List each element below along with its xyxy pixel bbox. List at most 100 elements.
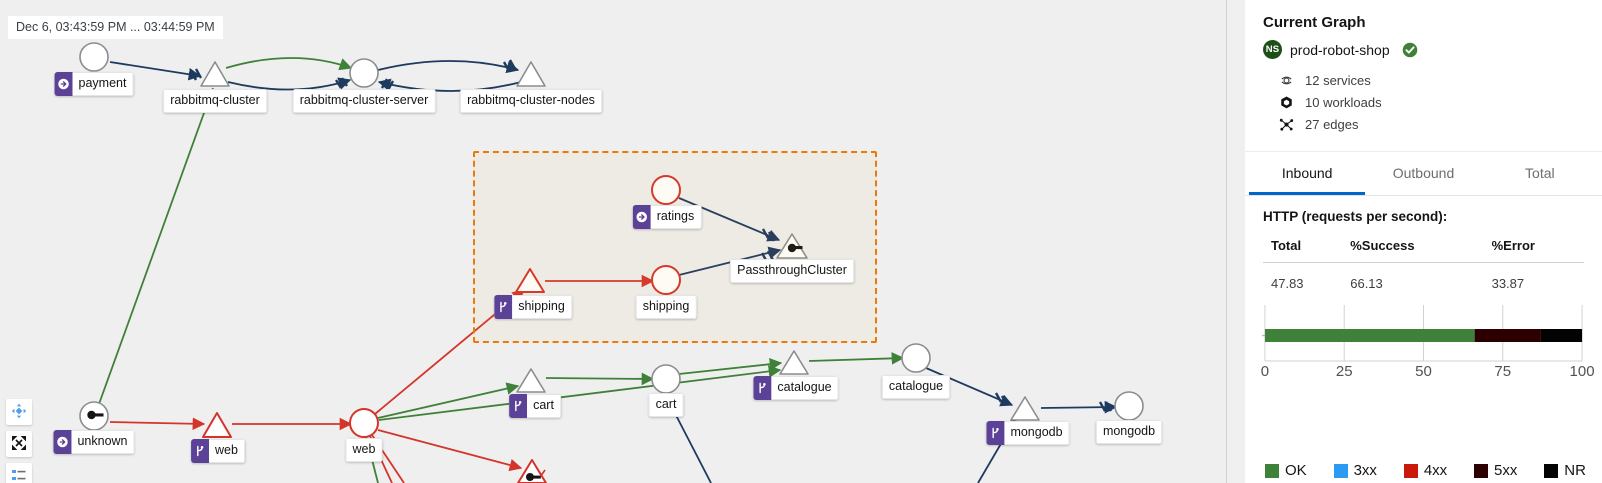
node-label-text: mongodb — [1095, 420, 1163, 444]
current-graph-section: Current Graph NS prod-robot-shop — [1245, 0, 1602, 152]
nodes[interactable] — [79, 42, 1144, 483]
node-label-text: shipping — [512, 295, 572, 319]
node-label-cart-wl[interactable]: cart — [509, 394, 561, 418]
panel-title: Current Graph — [1263, 14, 1366, 31]
edges — [98, 57, 1118, 483]
legend-label-NR: NR — [1564, 462, 1586, 479]
node-label-payment-svc[interactable]: payment — [54, 72, 134, 96]
legend-swatch-5xx — [1474, 463, 1489, 478]
node-label-text: unknown — [71, 430, 135, 454]
node-label-catalogue-svc[interactable]: catalogue — [881, 375, 951, 399]
edges-stat-icon — [1279, 117, 1294, 132]
node-label-web-wl[interactable]: web — [191, 439, 245, 463]
node-label-text: mongodb — [1004, 421, 1070, 445]
workload-icon — [753, 376, 772, 400]
node-label-rabbitmq-cluster-server[interactable]: rabbitmq-cluster-server — [292, 89, 436, 113]
graph-toolbar[interactable] — [6, 399, 32, 483]
fit-to-screen-button[interactable] — [6, 431, 32, 457]
legend-item-3xx[interactable]: 3xx — [1333, 462, 1377, 479]
graph-stats-list: 12 services 10 workloads — [1263, 73, 1584, 132]
legend-swatch-OK — [1265, 463, 1279, 478]
workload-icon — [191, 439, 210, 463]
node-label-text: payment — [72, 72, 134, 96]
legend-label-5xx: 5xx — [1494, 462, 1518, 479]
metrics-section: HTTP (requests per second): Total %Succe… — [1245, 196, 1602, 297]
stat-edges: 27 edges — [1279, 117, 1584, 132]
node-label-text: cart — [648, 393, 684, 417]
chart-legend[interactable]: OK 3xx 4xx 5xx NR — [1259, 462, 1592, 479]
node-label-catalogue-wl[interactable]: catalogue — [753, 376, 839, 400]
x-tick-0: 0 — [1260, 363, 1270, 380]
node-label-web-svc[interactable]: web — [345, 438, 383, 462]
workload-icon — [509, 394, 528, 418]
node-label-rabbitmq-cluster[interactable]: rabbitmq-cluster — [163, 89, 267, 113]
legend-toggle-button[interactable] — [6, 463, 32, 483]
move-icon — [11, 403, 27, 422]
namespace-name: prod-robot-shop — [1290, 41, 1390, 58]
node-label-shipping-wl[interactable]: shipping — [494, 295, 572, 319]
cell-success: 66.13 — [1350, 276, 1383, 291]
metrics-heading: HTTP (requests per second): — [1263, 209, 1448, 224]
summary-side-panel: Current Graph NS prod-robot-shop — [1226, 0, 1602, 483]
legend-icon — [11, 467, 27, 483]
traffic-direction-tabs[interactable]: Inbound Outbound Total — [1245, 152, 1602, 196]
stacked-bar-svg — [1261, 305, 1583, 362]
node-label-text: web — [209, 439, 245, 463]
node-label-unknown[interactable]: unknown — [53, 430, 135, 454]
node-label-mongodb-svc[interactable]: mongodb — [1095, 420, 1163, 444]
service-icon — [53, 430, 72, 454]
node-label-shipping-svc[interactable]: shipping — [635, 295, 697, 319]
legend-label-OK: OK — [1285, 462, 1307, 479]
node-label-text: rabbitmq-cluster — [163, 89, 267, 113]
col-success: %Success — [1342, 234, 1484, 263]
tab-outbound[interactable]: Outbound — [1365, 152, 1481, 195]
service-icon — [54, 72, 73, 96]
stat-services: 12 services — [1279, 73, 1584, 88]
expand-icon — [11, 435, 27, 454]
tab-inbound[interactable]: Inbound — [1249, 152, 1366, 195]
cell-total: 47.83 — [1271, 276, 1304, 291]
node-label-text: PassthroughCluster — [730, 259, 854, 283]
http-metrics-table: Total %Success %Error 47.83 66.13 33.87 — [1263, 234, 1584, 297]
legend-item-5xx[interactable]: 5xx — [1474, 462, 1517, 479]
table-header-row: Total %Success %Error — [1263, 234, 1584, 263]
graph-canvas[interactable]: Dec 6, 03:43:59 PM ... 03:44:59 PM payme… — [0, 0, 1226, 483]
node-label-passthrough[interactable]: PassthroughCluster — [730, 259, 854, 283]
namespace-row: NS prod-robot-shop — [1263, 40, 1584, 59]
check-circle-icon — [1402, 42, 1418, 58]
node-label-cart-svc[interactable]: cart — [648, 393, 684, 417]
graph-edges-and-nodes — [79, 42, 1144, 483]
service-stat-icon — [1279, 73, 1294, 88]
node-label-rabbitmq-cluster-nodes[interactable]: rabbitmq-cluster-nodes — [460, 89, 602, 113]
col-total: Total — [1263, 234, 1343, 263]
graph-time-range-label: Dec 6, 03:43:59 PM ... 03:44:59 PM — [8, 16, 223, 39]
node-label-text: rabbitmq-cluster-nodes — [460, 89, 602, 113]
tab-total[interactable]: Total — [1482, 152, 1598, 195]
stat-edges-label: 27 edges — [1305, 117, 1359, 132]
stat-workloads-label: 10 workloads — [1305, 95, 1382, 110]
legend-item-NR[interactable]: NR — [1544, 462, 1586, 479]
node-label-text: web — [345, 438, 383, 462]
x-tick-25: 25 — [1335, 363, 1353, 380]
stat-workloads: 10 workloads — [1279, 95, 1584, 110]
legend-swatch-4xx — [1403, 463, 1418, 478]
node-label-text: shipping — [635, 295, 697, 319]
workload-icon — [986, 421, 1005, 445]
cell-error: 33.87 — [1491, 276, 1525, 291]
legend-label-3xx: 3xx — [1353, 462, 1377, 479]
node-label-text: catalogue — [771, 376, 839, 400]
legend-item-OK[interactable]: OK — [1265, 462, 1307, 479]
node-label-mongodb-wl[interactable]: mongodb — [986, 421, 1070, 445]
service-icon — [632, 205, 651, 229]
namespace-badge: NS — [1263, 40, 1282, 59]
workload-stat-icon — [1279, 95, 1294, 110]
node-label-ratings-svc[interactable]: ratings — [632, 205, 702, 229]
pan-tool-button[interactable] — [6, 399, 32, 425]
col-error: %Error — [1483, 234, 1584, 263]
x-tick-75: 75 — [1494, 363, 1512, 380]
legend-item-4xx[interactable]: 4xx — [1403, 462, 1447, 479]
node-label-text: rabbitmq-cluster-server — [292, 89, 436, 113]
